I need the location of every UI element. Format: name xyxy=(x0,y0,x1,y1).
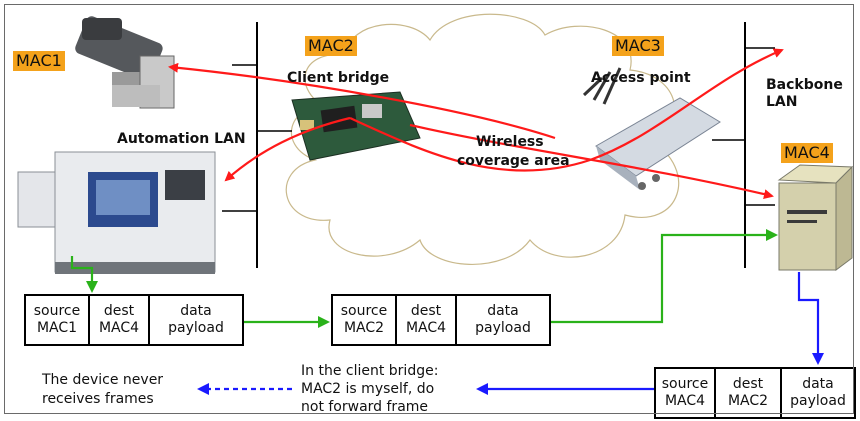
backbone-lan-wire xyxy=(712,22,775,268)
frame-3-data-value: payload xyxy=(790,393,846,409)
frame-1-dest-value: MAC4 xyxy=(98,320,140,336)
frame-1-dest-label: dest xyxy=(103,303,135,319)
frame-3-data-label: data xyxy=(802,376,834,392)
wireless-arrow-to-server xyxy=(409,123,774,200)
wired-arrow-down xyxy=(70,256,98,293)
access-point-label: Access point xyxy=(591,70,691,86)
frame-2-source-label: source xyxy=(340,303,388,319)
frame-3-source-label: source xyxy=(661,376,709,392)
frame-1-source-cell: source MAC1 xyxy=(26,296,90,344)
bridge-note-line3: not forward frame xyxy=(301,399,429,415)
bridge-note-line1: In the client bridge: xyxy=(301,363,439,379)
device-note-line2: receives frames xyxy=(42,391,154,407)
access-point-icon xyxy=(582,67,721,190)
wired-arrow-to-server xyxy=(546,229,778,324)
wireless-arrow-to-camera xyxy=(168,62,556,140)
frame-1-data-cell: data payload xyxy=(150,296,242,344)
frame-2-dest-label: dest xyxy=(410,303,442,319)
return-arrow-down xyxy=(797,272,824,365)
frame-3-dest-value: MAC2 xyxy=(727,393,769,409)
frame-3-source-value: MAC4 xyxy=(664,393,706,409)
frame-2-source-cell: source MAC2 xyxy=(333,296,397,344)
mac2-badge: MAC2 xyxy=(305,36,357,56)
wireless-coverage-label-line1: Wireless xyxy=(476,134,544,150)
frame-2-dest-value: MAC4 xyxy=(405,320,447,336)
automation-lan-label: Automation LAN xyxy=(117,131,246,147)
frame-1-source-label: source xyxy=(33,303,81,319)
backbone-lan-label-line1: Backbone xyxy=(766,77,843,93)
server-icon xyxy=(777,164,854,271)
wireless-coverage-label-line2: coverage area xyxy=(457,153,570,169)
mac1-badge: MAC1 xyxy=(13,51,65,71)
frame-2-source-value: MAC2 xyxy=(343,320,385,336)
mac3-badge: MAC3 xyxy=(612,36,664,56)
frame-1-data-value: payload xyxy=(168,320,224,336)
cnc-machine-icon xyxy=(17,151,216,274)
wireless-arrow-to-machine xyxy=(224,116,351,182)
bridge-note-line2: MAC2 is myself, do xyxy=(301,381,435,397)
frame-3-dest-label: dest xyxy=(732,376,764,392)
frame-2: source MAC2 dest MAC4 data payload xyxy=(331,294,551,346)
frame-3-source-cell: source MAC4 xyxy=(656,369,716,417)
client-bridge-board-icon xyxy=(291,91,421,161)
frame-3: source MAC4 dest MAC2 data payload xyxy=(654,367,856,419)
frame-1-data-label: data xyxy=(180,303,212,319)
camera-icon xyxy=(75,16,175,109)
client-bridge-label: Client bridge xyxy=(287,70,390,86)
frame-2-dest-cell: dest MAC4 xyxy=(397,296,457,344)
frame-1-dest-cell: dest MAC4 xyxy=(90,296,150,344)
frame-2-data-cell: data payload xyxy=(457,296,549,344)
device-note-line1: The device never xyxy=(42,372,164,388)
frame-3-data-cell: data payload xyxy=(782,369,854,417)
frame-3-dest-cell: dest MAC2 xyxy=(716,369,782,417)
frame-1: source MAC1 dest MAC4 data payload xyxy=(24,294,244,346)
mac4-badge: MAC4 xyxy=(781,143,833,163)
backbone-lan-label-line2: LAN xyxy=(766,94,798,110)
frame-2-data-value: payload xyxy=(475,320,531,336)
automation-lan-wire xyxy=(222,22,292,268)
frame-1-source-value: MAC1 xyxy=(36,320,78,336)
frame-2-data-label: data xyxy=(487,303,519,319)
